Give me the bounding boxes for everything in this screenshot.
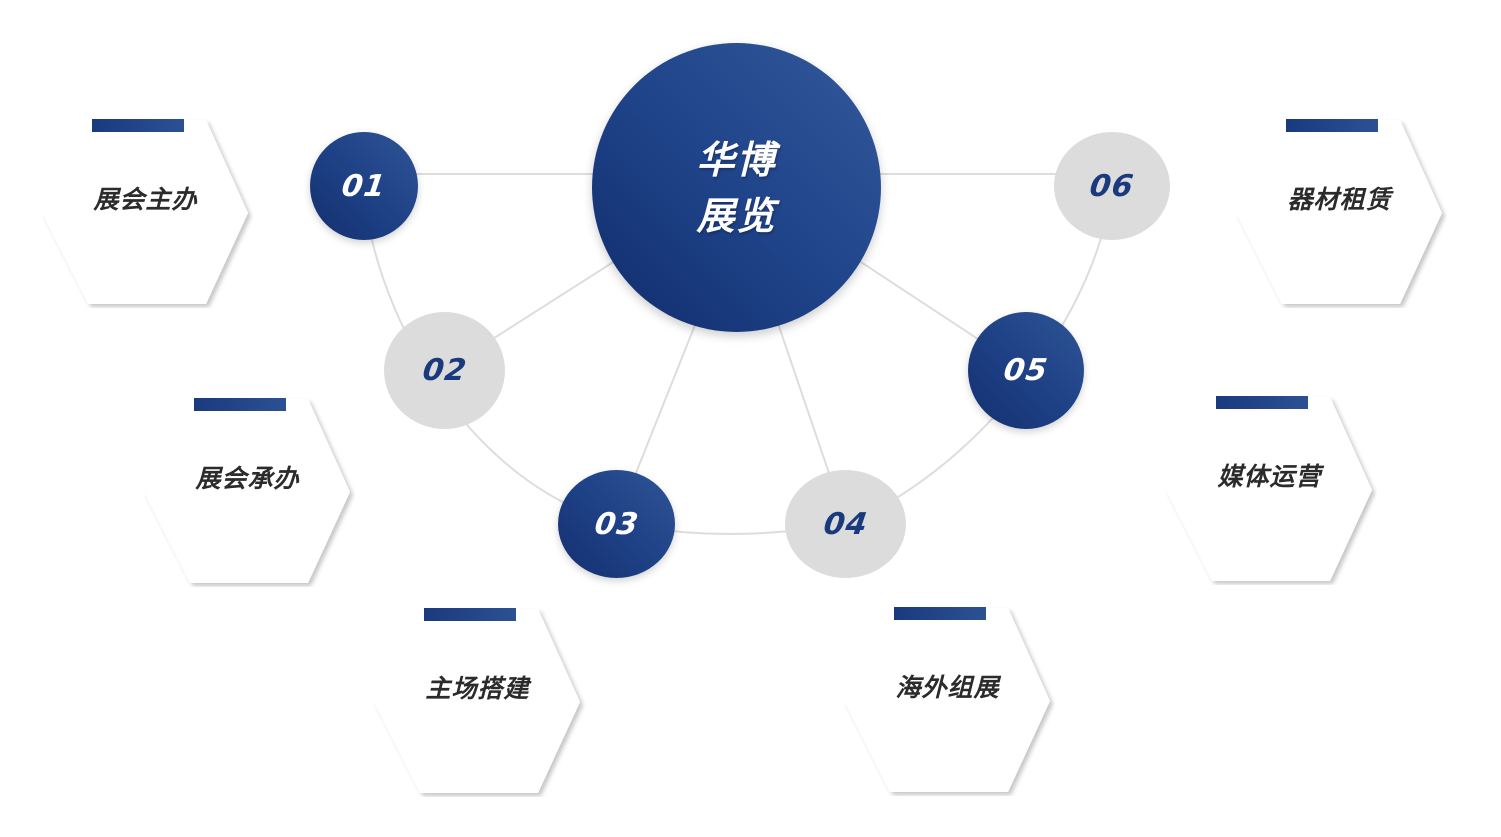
service-label: 媒体运营 [1217, 462, 1322, 491]
node-04-label: 04 [821, 506, 870, 542]
hex-accent-bar [1286, 119, 1378, 132]
hexagon-shape [374, 609, 580, 793]
service-label: 展会主办 [93, 185, 198, 214]
node-04: 04 [785, 470, 906, 578]
hexagon-shape [844, 608, 1050, 792]
node-05-label: 05 [1001, 353, 1051, 388]
hex-accent-bar [194, 398, 286, 411]
node-05: 05 [968, 312, 1084, 429]
hex-accent-bar [92, 119, 184, 132]
hexagon-shape [1166, 397, 1372, 581]
service-card-5: 媒体运营 [1162, 395, 1377, 585]
service-card-3: 主场搭建 [370, 607, 585, 797]
service-card-6: 器材租赁 [1232, 118, 1447, 308]
hex-accent-bar [1216, 396, 1308, 409]
node-03: 03 [558, 470, 675, 578]
service-label: 海外组展 [895, 673, 1000, 702]
hexagon-shape [42, 120, 248, 304]
center-title-line2: 展览 [696, 193, 777, 238]
hexagon-shape [144, 399, 350, 583]
center-circle: 华博 展览 [592, 43, 881, 332]
node-03-label: 03 [592, 506, 641, 542]
service-card-1: 展会主办 [38, 118, 253, 308]
node-06: 06 [1054, 132, 1170, 240]
service-card-4: 海外组展 [840, 606, 1055, 796]
node-06-label: 06 [1087, 168, 1137, 204]
service-label: 器材租赁 [1287, 185, 1392, 214]
node-02: 02 [384, 312, 505, 429]
center-title-line1: 华博 [696, 137, 777, 182]
hex-accent-bar [894, 607, 986, 620]
service-label: 展会承办 [195, 464, 300, 493]
hexagon-shape [1236, 120, 1442, 304]
service-label: 主场搭建 [425, 674, 530, 703]
node-01-label: 01 [339, 168, 389, 204]
service-card-2: 展会承办 [140, 397, 355, 587]
node-01: 01 [310, 132, 418, 240]
node-02-label: 02 [420, 353, 469, 388]
hex-accent-bar [424, 608, 516, 621]
